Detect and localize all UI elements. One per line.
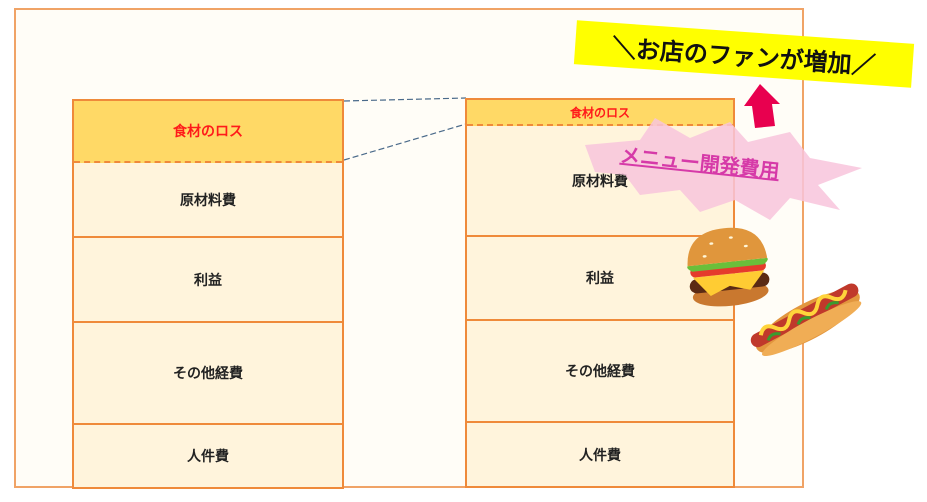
hotdog-illustration (0, 0, 927, 502)
